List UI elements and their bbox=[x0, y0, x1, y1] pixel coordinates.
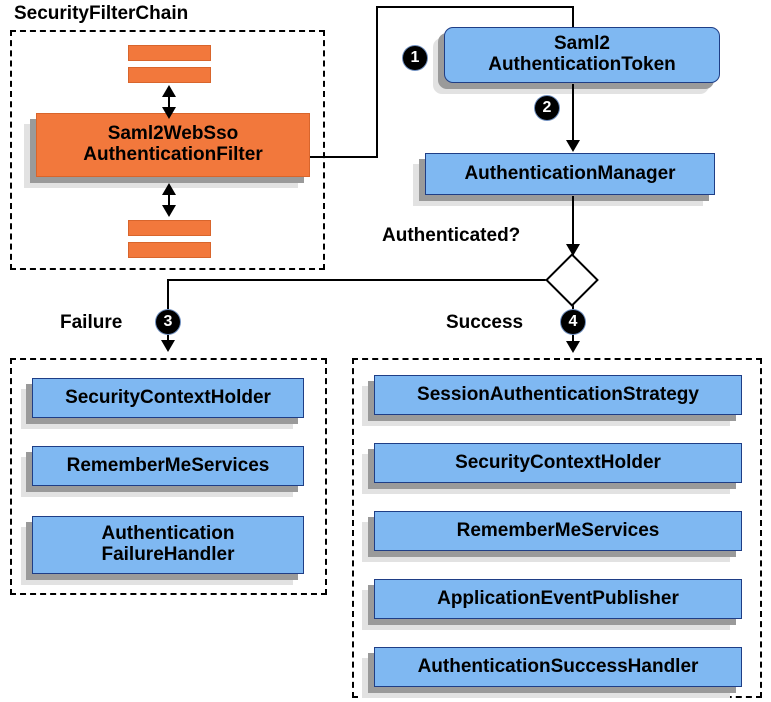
success-node-security-context-holder[interactable]: SecurityContextHolder bbox=[374, 443, 742, 483]
filter-arrow-down-bottom bbox=[162, 205, 176, 217]
arrow-failure bbox=[161, 340, 175, 352]
filter-arrow-up-top bbox=[162, 85, 176, 97]
connector-token-to-manager bbox=[572, 84, 574, 146]
node-label: AuthenticationManager bbox=[464, 162, 676, 184]
badge-1: 1 bbox=[403, 46, 427, 70]
decision-diamond bbox=[545, 253, 599, 307]
badge-4: 4 bbox=[561, 310, 585, 334]
filter-bar-top-2 bbox=[128, 67, 211, 83]
branch-split-horizontal bbox=[167, 279, 554, 281]
filter-bar-bottom-2 bbox=[128, 242, 211, 258]
success-node-remember-me-services[interactable]: RememberMeServices bbox=[374, 511, 742, 551]
filter-arrow-up-bottom bbox=[162, 183, 176, 195]
success-node-authentication-success-handler[interactable]: AuthenticationSuccessHandler bbox=[374, 647, 742, 687]
connector-into-token bbox=[572, 6, 574, 32]
failure-node-security-context-holder[interactable]: SecurityContextHolder bbox=[32, 378, 304, 418]
connector-manager-to-decision bbox=[572, 196, 574, 256]
failure-node-authentication-failure-handler[interactable]: Authentication FailureHandler bbox=[32, 516, 304, 574]
node-label: ApplicationEventPublisher bbox=[437, 587, 679, 609]
node-label: RememberMeServices bbox=[66, 454, 270, 476]
success-node-application-event-publisher[interactable]: ApplicationEventPublisher bbox=[374, 579, 742, 619]
node-label: SecurityContextHolder bbox=[65, 386, 271, 408]
node-saml2-websso-authentication-filter[interactable]: Saml2WebSso AuthenticationFilter bbox=[36, 113, 310, 177]
connector-filter-to-token-vertical bbox=[376, 6, 378, 158]
arrow-success bbox=[566, 341, 580, 353]
node-label: AuthenticationSuccessHandler bbox=[417, 655, 699, 677]
badge-3: 3 bbox=[156, 310, 180, 334]
node-label: Saml2WebSso AuthenticationFilter bbox=[83, 123, 263, 165]
security-filter-chain-title: SecurityFilterChain bbox=[14, 3, 189, 24]
node-label: Authentication FailureHandler bbox=[101, 523, 235, 565]
branch-label-failure: Failure bbox=[60, 312, 123, 333]
filter-connector-top bbox=[168, 92, 170, 116]
security-filter-chain-container bbox=[10, 30, 325, 270]
filter-arrow-down-top bbox=[162, 107, 176, 119]
arrow-token-to-manager bbox=[566, 140, 580, 152]
filter-bar-top-1 bbox=[128, 45, 211, 61]
node-label: SessionAuthenticationStrategy bbox=[417, 383, 699, 405]
node-label: SecurityContextHolder bbox=[455, 451, 661, 473]
failure-branch-container bbox=[10, 358, 327, 595]
filter-bar-bottom-1 bbox=[128, 220, 211, 236]
node-saml2-authentication-token[interactable]: Saml2 AuthenticationToken bbox=[444, 27, 720, 83]
node-authentication-manager[interactable]: AuthenticationManager bbox=[425, 153, 715, 195]
filter-connector-bottom bbox=[168, 190, 170, 214]
branch-label-success: Success bbox=[446, 312, 524, 333]
node-label: RememberMeServices bbox=[456, 519, 660, 541]
badge-2: 2 bbox=[535, 96, 559, 120]
failure-node-remember-me-services[interactable]: RememberMeServices bbox=[32, 446, 304, 486]
node-label: Saml2 AuthenticationToken bbox=[488, 33, 676, 75]
arrow-manager-to-decision bbox=[566, 244, 580, 256]
connector-top-horizontal bbox=[376, 6, 574, 8]
decision-label-authenticated: Authenticated? bbox=[382, 225, 521, 246]
success-node-session-authentication-strategy[interactable]: SessionAuthenticationStrategy bbox=[374, 375, 742, 415]
connector-filter-to-token-horizontal bbox=[310, 156, 378, 158]
